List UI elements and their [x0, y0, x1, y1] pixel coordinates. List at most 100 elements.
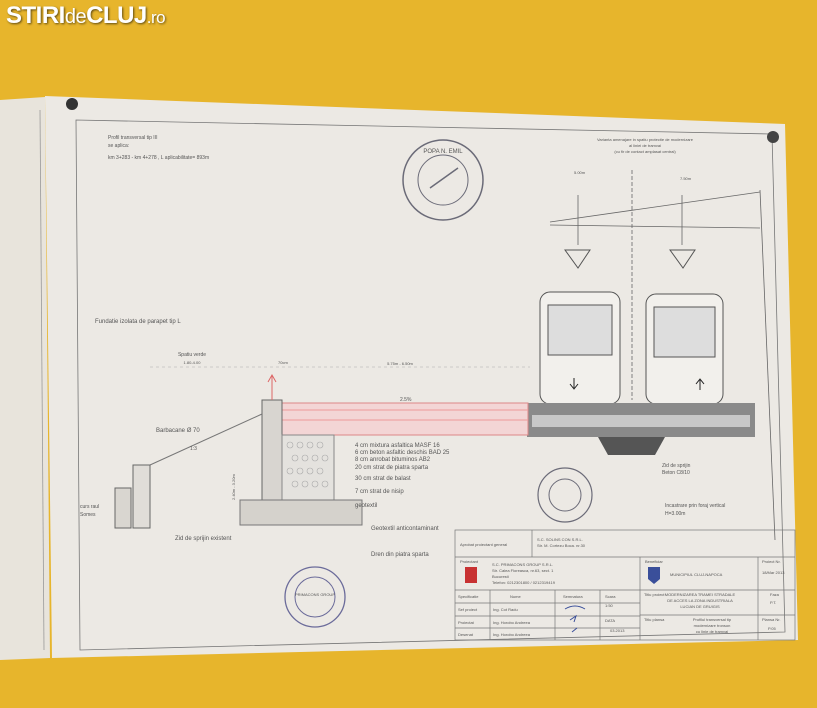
support-wall-label: Beton C8/10 [662, 470, 690, 476]
tb-label: Proiectat [458, 620, 475, 625]
river-label: Somes [80, 512, 96, 518]
foundation-label: Fundatie izolata de parapet tip L [95, 319, 181, 325]
stamp-text: PRIMACONS GROUP [295, 592, 335, 597]
river-label: curs raul [80, 504, 99, 510]
title-block-text: Aprobat proiectant general S.C. SOLINS C… [458, 537, 785, 637]
designer-logo-icon [465, 567, 477, 583]
tb-label: Faza [770, 592, 780, 597]
gravel-pattern [286, 441, 329, 488]
tb-value: Profilul transversal tip [693, 617, 732, 622]
adjacent-sheet [0, 97, 50, 660]
layer-item: 8 cm anrobat bituminos AB2 [355, 457, 431, 463]
site-watermark-logo: STIRIdeCLUJ.ro [6, 2, 166, 30]
tb-value: S.C. PRIMACONS GROUP S.R.L. [492, 562, 553, 567]
city-coat-of-arms-icon [648, 567, 660, 584]
green-space-label: Spatiu verde [178, 352, 206, 358]
tb-value: Telefon: 0212301800 / 0212319419 [492, 580, 556, 585]
dimension-label: 5.00m [574, 170, 586, 175]
wall-footing [239, 499, 363, 526]
tb-value: modernizare tronson [694, 623, 731, 628]
tb-label: Aprobat proiectant general [460, 542, 507, 547]
road-layers [279, 402, 529, 436]
dimension-label: 5.75m - 6.50m [387, 361, 413, 366]
tb-value: DE ACCES LA ZONA INDUSTRIALA [667, 598, 733, 603]
layer-item: 20 cm strat de piatra sparta [355, 465, 429, 471]
existing-wall [132, 464, 151, 529]
fence-label: H=3.00m [665, 511, 685, 517]
dimension-label: 2.40m - 3.20m [231, 474, 236, 500]
tb-value: MUNICIPIUL CLUJ-NAPOCA [670, 572, 723, 577]
tb-label: Sef proiect [458, 607, 478, 612]
tb-label: Beneficiar [645, 559, 663, 564]
layer-item: 6 cm beton asfaltic deschis BAD 25 [355, 450, 450, 456]
support-wall-label: Zid de sprijin [662, 463, 691, 469]
drain-pipe-label: Barbacane Ø 70 [156, 428, 200, 434]
tb-label: Titlu proiect [644, 592, 665, 597]
signature [564, 605, 586, 633]
tb-value: S.C. SOLINS CON S.R.L. [537, 537, 583, 542]
drain-fill [281, 434, 335, 501]
sheet-frame [75, 119, 786, 651]
tb-value: 1:50 [605, 603, 614, 608]
tb-value: P.T. [770, 600, 776, 605]
geotextile-label: Geotextil anticontaminant [371, 526, 439, 532]
pin-icon [66, 98, 78, 110]
fence-post [267, 373, 277, 400]
pin-icon [767, 131, 779, 143]
engineer-stamp [402, 139, 484, 221]
layer-item: geotextil [355, 503, 377, 509]
tb-value: Ing. Horobo Andreea [493, 620, 531, 625]
header-line: Profil transversal tip III [108, 135, 157, 141]
tb-header: Semnatura [563, 594, 583, 599]
tb-label: Titlu plansa [644, 617, 665, 622]
stamp-text: POPA N. EMIL [423, 149, 463, 155]
tb-label: Proiect Nr. [762, 559, 781, 564]
dimension-label: 1.80-4.00 [184, 360, 202, 365]
existing-wall-label: Zid de sprijin existent [175, 536, 232, 542]
tb-label: Desenat [458, 632, 474, 637]
slope-line [149, 413, 263, 466]
drain-label: Dren din piatra sparta [371, 552, 429, 558]
tb-value: P.05 [768, 626, 776, 631]
tb-value: MODERNIZAREA TRAMEI STRADALE [665, 592, 736, 597]
tb-value: 03.2013 [610, 628, 625, 633]
note-line: al liniei de tramvai [629, 143, 661, 148]
tb-value: Str. Calea Floreasca, nr.63, sect. 1 [492, 568, 554, 573]
tb-value: Bucuresti [492, 574, 509, 579]
slope-label: 2.5% [400, 397, 412, 403]
slope-ratio-label: 1:3 [190, 446, 197, 452]
fence-label: Incastrare prin foraj vertical [665, 503, 725, 509]
primacons-stamp [284, 566, 346, 628]
logo-part: .ro [146, 8, 166, 27]
drawing-sheet [45, 96, 798, 658]
drain-channel [598, 437, 665, 455]
dimension-label: 70cm [278, 360, 288, 365]
dimension-label: 7.50m [680, 176, 692, 181]
tb-header: Nume [510, 594, 521, 599]
tram-left [539, 249, 621, 405]
logo-part: de [64, 6, 87, 28]
catenary-wires [549, 170, 776, 541]
tb-value: Ing. Cot Radu [493, 607, 518, 612]
parapet-wall [261, 399, 283, 501]
layer-item: 30 cm strat de balast [355, 476, 411, 482]
layer-item: 4 cm mixtura asfaltica MASF 16 [355, 443, 440, 449]
note-line: Varianta amenajare in spatiu protectie d… [597, 137, 694, 142]
tb-header: Scara [605, 594, 616, 599]
tb-value: LUCIAN DE GRUIGIS [680, 604, 720, 609]
company-stamp [537, 467, 593, 523]
tb-label: Proiectant [460, 559, 479, 564]
tb-label: Plansa Nr. [762, 617, 780, 622]
tb-label: DATA [605, 618, 615, 623]
track-layer [532, 415, 750, 427]
layer-item: 7 cm strat de nisip [355, 489, 404, 495]
note-line: (cu fir de contact amplasat central) [614, 149, 676, 154]
tb-value: Str. M. Cortezu Boca. nr.30 [537, 543, 586, 548]
tb-header: Specificatie [458, 594, 479, 599]
logo-part: STIRI [6, 2, 65, 29]
layer-list: 4 cm mixtura asfaltica MASF 16 6 cm beto… [355, 443, 450, 509]
title-block [454, 529, 796, 641]
tb-value: 18/Mar 2013 [762, 570, 785, 575]
sheet-border [39, 109, 45, 651]
